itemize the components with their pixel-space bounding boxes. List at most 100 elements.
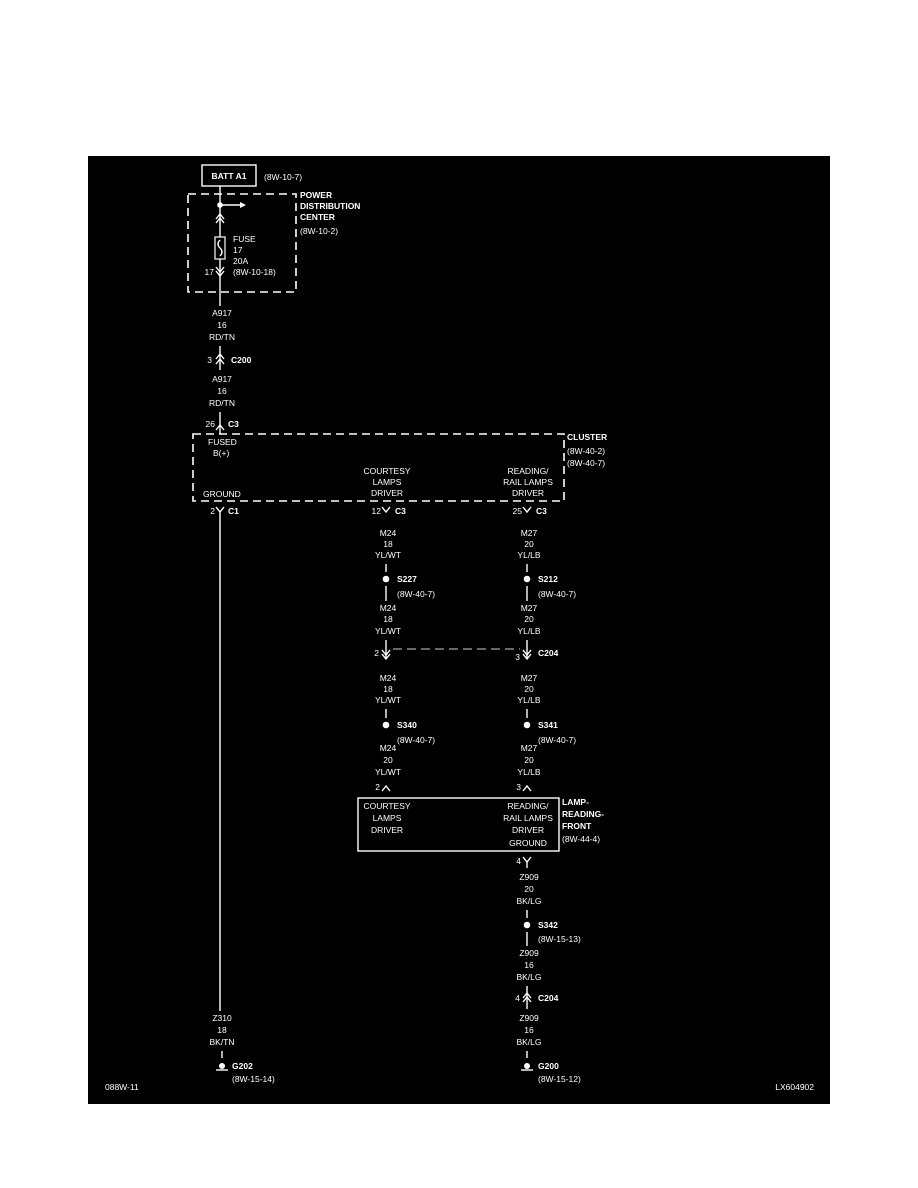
wiring-diagram: BATT A1 (8W-10-7) POWER DISTRIBUTION CEN… <box>88 156 830 1104</box>
batt-ref: (8W-10-7) <box>264 172 302 182</box>
cluster-reading-l3: DRIVER <box>512 488 544 498</box>
c204-pin-left: 2 <box>374 648 379 658</box>
batt-label: BATT A1 <box>212 171 247 181</box>
footer-left: 088W-11 <box>105 1082 139 1092</box>
c200-pin: 3 <box>207 355 212 365</box>
c3-reading-pin: 25 <box>513 506 523 516</box>
g202-name: G202 <box>232 1061 253 1071</box>
m27-b-gauge: 20 <box>524 614 534 624</box>
cluster-ground: GROUND <box>203 489 241 499</box>
c1-name: C1 <box>228 506 239 516</box>
m27-a-gauge: 20 <box>524 539 534 549</box>
z909-a-color: BK/LG <box>516 896 541 906</box>
c204-courtesy-connector-icon <box>381 649 391 661</box>
footer-right: LX604902 <box>775 1082 814 1092</box>
s341-name: S341 <box>538 720 558 730</box>
wiring-diagram-canvas: BATT A1 (8W-10-7) POWER DISTRIBUTION CEN… <box>105 164 814 1092</box>
c204-bottom-connector-icon <box>522 991 532 1003</box>
c1-pin: 2 <box>210 506 215 516</box>
cluster-courtesy-l1: COURTESY <box>363 466 410 476</box>
g200-name: G200 <box>538 1061 559 1071</box>
pdc-box <box>187 193 297 293</box>
lamp-box <box>357 797 560 852</box>
cluster-ref2: (8W-40-7) <box>567 458 605 468</box>
s227-name: S227 <box>397 574 417 584</box>
cluster-name: CLUSTER <box>567 432 607 442</box>
c204-reading-connector-icon <box>522 649 532 661</box>
s342-ref: (8W-15-13) <box>538 934 581 944</box>
fuse-pin: 17 <box>205 267 215 277</box>
branch-arrow-icon <box>240 202 246 208</box>
lamp-ground-connector-icon <box>522 856 532 864</box>
m24-c-circuit: M24 <box>380 673 397 683</box>
c3-reading-connector-icon <box>522 506 532 514</box>
lamp-l3: FRONT <box>562 821 592 831</box>
pdc-connector-icon <box>215 212 225 224</box>
m24-a-gauge: 18 <box>383 539 393 549</box>
z909-b-gauge: 16 <box>524 960 534 970</box>
g200-ground-icon <box>524 1063 530 1069</box>
m27-d-circuit: M27 <box>521 743 538 753</box>
m27-b-color: YL/LB <box>517 626 540 636</box>
c3-feed-pin: 26 <box>206 419 216 429</box>
g200-ref: (8W-15-12) <box>538 1074 581 1084</box>
c204-bottom-pin: 4 <box>515 993 520 1003</box>
cluster-courtesy-l3: DRIVER <box>371 488 403 498</box>
cluster-reading-l2: RAIL LAMPS <box>503 477 553 487</box>
c3-courtesy-pin: 12 <box>372 506 382 516</box>
fuse-l2: 17 <box>233 245 243 255</box>
fuse-ref: (8W-10-18) <box>233 267 276 277</box>
m24-d-circuit: M24 <box>380 743 397 753</box>
c3-reading-name: C3 <box>536 506 547 516</box>
lamp-reading-connector-icon <box>522 784 532 792</box>
s212-ref: (8W-40-7) <box>538 589 576 599</box>
fuse-l1: FUSE <box>233 234 256 244</box>
lamp-courtesy-pin: 2 <box>375 782 380 792</box>
s340-splice-icon <box>382 721 390 729</box>
z909-a-circuit: Z909 <box>519 872 539 882</box>
c204-pin-right: 3 <box>515 652 520 662</box>
c3-feed-name: C3 <box>228 419 239 429</box>
a917-mid-circuit: A917 <box>212 374 232 384</box>
lamp-reading-l1: READING/ <box>507 801 549 811</box>
s342-name: S342 <box>538 920 558 930</box>
fuse-connector-icon <box>215 266 225 278</box>
s341-ref: (8W-40-7) <box>538 735 576 745</box>
s212-name: S212 <box>538 574 558 584</box>
fuse-element-icon <box>217 239 223 257</box>
a917-top-gauge: 16 <box>217 320 227 330</box>
lamp-ground-pin: 4 <box>516 856 521 866</box>
m27-c-circuit: M27 <box>521 673 538 683</box>
z909-a-gauge: 20 <box>524 884 534 894</box>
lamp-l1: LAMP- <box>562 797 589 807</box>
s340-ref: (8W-40-7) <box>397 735 435 745</box>
lamp-ground: GROUND <box>509 838 547 848</box>
z909-c-color: BK/LG <box>516 1037 541 1047</box>
a917-mid-color: RD/TN <box>209 398 235 408</box>
c3-courtesy-name: C3 <box>395 506 406 516</box>
m24-c-color: YL/WT <box>375 695 401 705</box>
z909-c-gauge: 16 <box>524 1025 534 1035</box>
lamp-courtesy-l3: DRIVER <box>371 825 403 835</box>
lamp-reading-pin: 3 <box>516 782 521 792</box>
s227-ref: (8W-40-7) <box>397 589 435 599</box>
m27-c-color: YL/LB <box>517 695 540 705</box>
a917-top-color: RD/TN <box>209 332 235 342</box>
m24-b-circuit: M24 <box>380 603 397 613</box>
pdc-line1: POWER <box>300 190 332 200</box>
s341-splice-icon <box>523 721 531 729</box>
lamp-reading-l3: DRIVER <box>512 825 544 835</box>
s212-splice-icon <box>523 575 531 583</box>
pdc-line3: CENTER <box>300 212 335 222</box>
c3-feed-connector-icon <box>215 423 225 431</box>
z310-gauge: 18 <box>217 1025 227 1035</box>
cluster-fused-l2: B(+) <box>213 448 229 458</box>
fuse-l3: 20A <box>233 256 248 266</box>
z310-circuit: Z310 <box>212 1013 232 1023</box>
m27-d-gauge: 20 <box>524 755 534 765</box>
batt-box <box>201 164 257 187</box>
g202-ref: (8W-15-14) <box>232 1074 275 1084</box>
z310-color: BK/TN <box>209 1037 234 1047</box>
m24-a-circuit: M24 <box>380 528 397 538</box>
z909-b-circuit: Z909 <box>519 948 539 958</box>
